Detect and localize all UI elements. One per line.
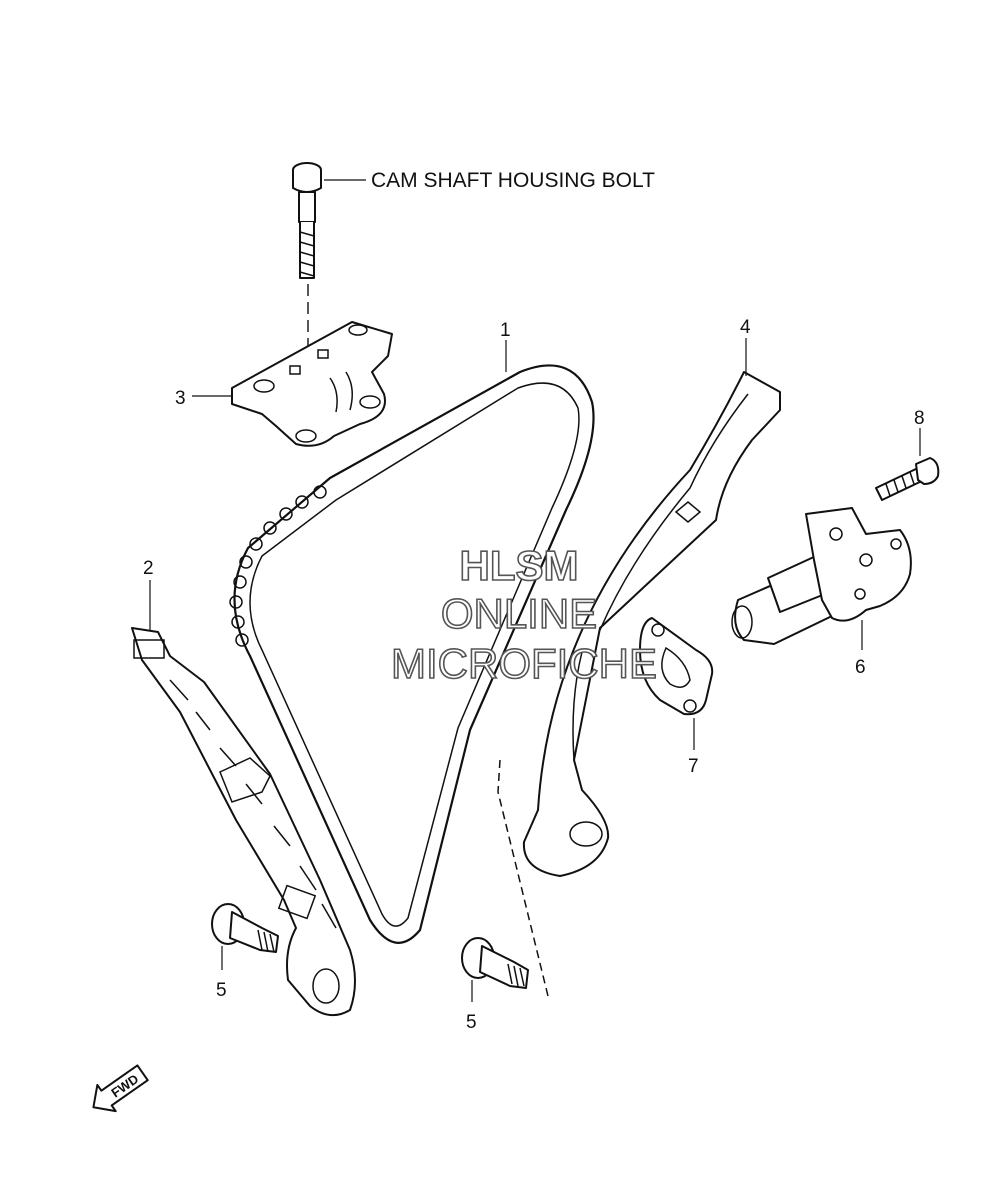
part-2-chain-guide [131,580,356,1017]
label-1: 1 [500,320,511,341]
part-3-bracket [192,321,393,447]
label-7: 7 [688,756,699,777]
chain-links [229,485,327,647]
watermark-line-3: MICROFICHE [391,640,657,687]
callout-cam-shaft-housing-bolt: CAM SHAFT HOUSING BOLT [371,169,655,192]
part-6-tensioner-adjuster [731,507,912,650]
watermark-line-2: ONLINE [441,590,597,637]
label-3: 3 [175,388,186,409]
label-8: 8 [914,408,925,429]
part-5-bolt-left [211,903,279,970]
part-7-gasket [639,617,714,750]
part-5-bolt-right [461,759,549,1002]
label-2: 2 [143,558,154,579]
watermark-line-1: HLSM [460,542,579,589]
label-6: 6 [855,657,866,678]
part-1-cam-chain [229,340,595,944]
label-4: 4 [740,317,751,338]
label-5-left: 5 [216,980,227,1001]
watermark: HLSM ONLINE MICROFICHE [390,541,658,688]
label-5-right: 5 [466,1012,477,1033]
part-8-bolt [875,428,940,501]
fwd-arrow-icon: FWD [92,1064,149,1113]
part-4-tensioner-arm [522,338,781,877]
